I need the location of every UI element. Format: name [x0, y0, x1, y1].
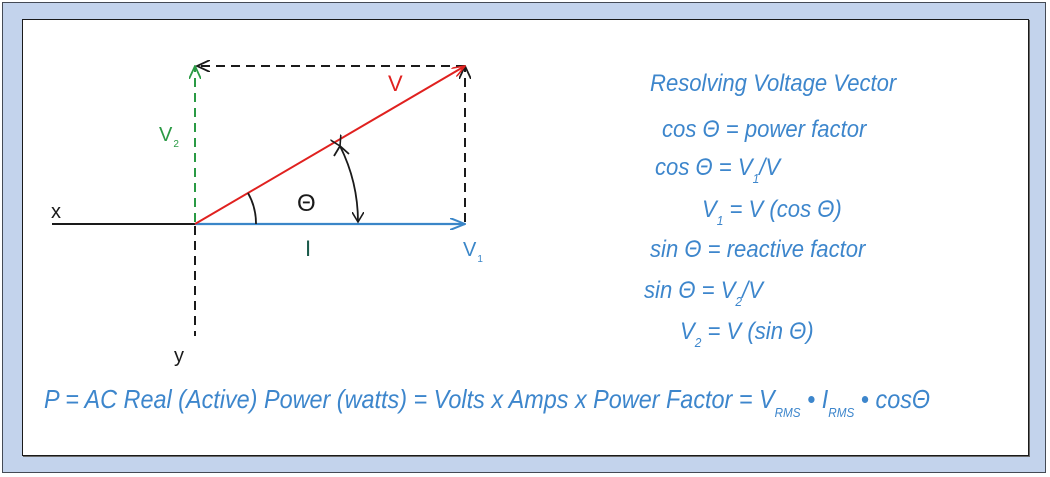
y-axis-label: y: [174, 345, 184, 367]
equation-line-1: cos Θ = power factor: [662, 116, 867, 143]
v1-label: V1: [463, 239, 483, 265]
angle-arc-double-arrow: [340, 146, 358, 222]
equation-line-2: cos Θ = V1/V: [655, 154, 781, 186]
equations-title: Resolving Voltage Vector: [650, 70, 897, 97]
x-axis-label: x: [51, 201, 61, 223]
equation-line-6: V2 = V (sin Θ): [680, 318, 814, 350]
angle-arc-small: [247, 192, 257, 225]
diagram-panel: [22, 19, 1029, 456]
current-label: I: [305, 236, 312, 261]
voltage-vector-arrow: [194, 66, 465, 225]
real-power-equation: P = AC Real (Active) Power (watts) = Vol…: [44, 384, 931, 420]
equation-line-4: sin Θ = reactive factor: [650, 236, 866, 263]
equation-line-5: sin Θ = V2/V: [644, 277, 763, 309]
angle-theta-label: Θ: [297, 190, 316, 217]
equation-line-3: V1 = V (cos Θ): [702, 196, 842, 228]
v2-label: V2: [159, 124, 179, 150]
voltage-label: V: [388, 71, 403, 96]
